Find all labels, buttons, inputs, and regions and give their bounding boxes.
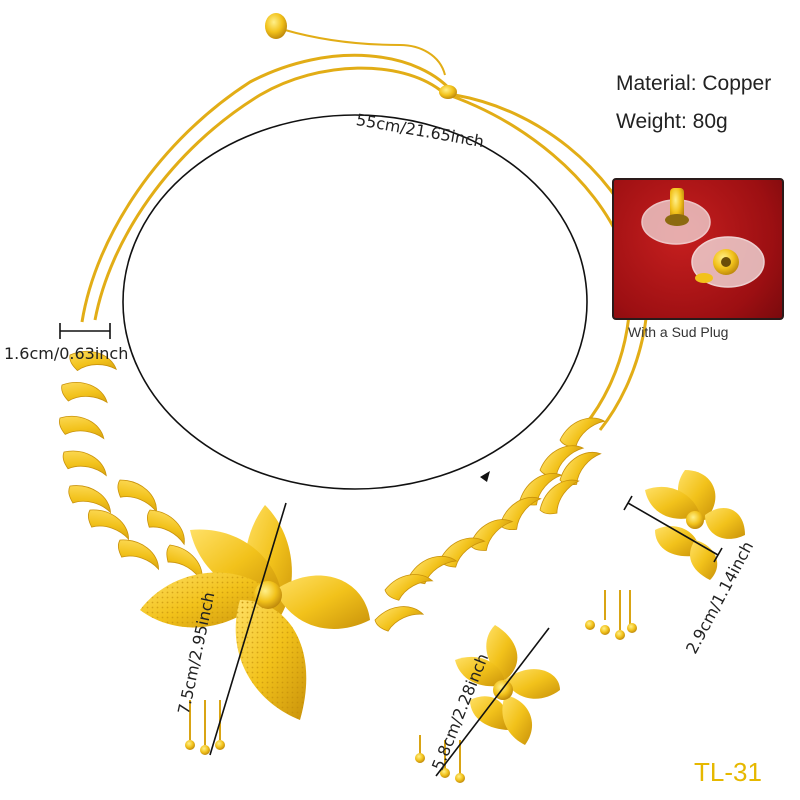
wave-link-left [61, 382, 108, 404]
wave-link-left [58, 416, 105, 440]
stud-plug-inset [612, 178, 784, 320]
stud-plug-icon [641, 188, 765, 288]
chain-width-label: 1.6cm/0.63inch [4, 344, 129, 363]
ring-beads [585, 620, 637, 640]
product-code: TL-31 [694, 757, 762, 787]
wave-link-left [69, 351, 117, 372]
lobster-clasp [439, 85, 457, 99]
extension-chain [284, 29, 446, 76]
flower-pendant [140, 505, 370, 720]
wave-link-right [384, 574, 434, 601]
ring-size-measure [623, 495, 723, 563]
wave-link-left [166, 544, 203, 583]
pendant-beads [185, 740, 225, 755]
wave-link-left [117, 539, 159, 571]
stud-plug-caption: With a Sud Plug [628, 324, 729, 340]
heart-tag [265, 13, 287, 39]
wave-link-left [62, 450, 107, 477]
wave-link-right [559, 417, 606, 448]
flower-ring [645, 470, 745, 580]
wave-link-left [87, 509, 129, 541]
earring-beads [415, 753, 465, 783]
wave-link-left [68, 485, 111, 514]
necklace-length-circle [122, 114, 588, 490]
right-wave-links [374, 417, 606, 632]
wave-link-right [539, 479, 580, 515]
chain-width-measure [59, 323, 111, 339]
ring-tassels [604, 590, 631, 630]
left-wave-links [58, 351, 203, 583]
flower-earring [455, 625, 560, 745]
circle-arrow [480, 471, 490, 482]
wave-link-right [469, 519, 514, 551]
material-label: Material: Copper [616, 72, 772, 95]
wave-link-left [117, 479, 157, 513]
wave-link-right [374, 606, 425, 632]
earring-height-measure [435, 627, 550, 777]
weight-label: Weight: 80g [616, 110, 728, 133]
wave-link-left [146, 509, 185, 546]
pendant-height-measure [209, 502, 287, 756]
